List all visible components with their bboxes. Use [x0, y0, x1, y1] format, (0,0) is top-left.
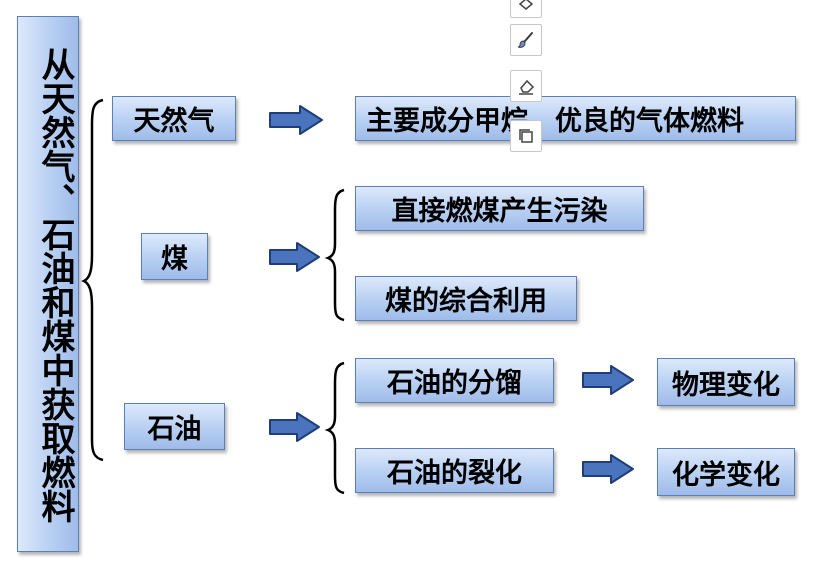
eraser-icon — [519, 79, 535, 95]
arrow-distill — [582, 365, 634, 395]
oil-item-cracking: 石油的裂化 — [355, 448, 554, 493]
root-title-box: 从天然气、石油和煤中获取燃料 — [17, 16, 79, 552]
brush-icon — [517, 32, 533, 48]
brush-tool-button[interactable] — [510, 24, 542, 56]
oil-item-distillation: 石油的分馏 — [355, 358, 554, 403]
shape-icon — [518, 0, 534, 10]
gas-description: 主要成分甲烷，优良的气体燃料 — [355, 96, 796, 141]
result-physical: 物理变化 — [657, 358, 795, 406]
coal-item-pollution: 直接燃煤产生污染 — [355, 186, 644, 231]
coal-brace — [324, 188, 345, 322]
copy-icon — [519, 129, 533, 143]
source-coal: 煤 — [141, 233, 208, 280]
oil-brace — [324, 361, 345, 495]
coal-item-utilization: 煤的综合利用 — [355, 276, 577, 321]
root-title: 从天然气、石油和煤中获取燃料 — [35, 47, 75, 523]
arrow-oil — [269, 412, 320, 442]
result-chemical: 化学变化 — [657, 448, 795, 496]
source-gas: 天然气 — [112, 96, 236, 141]
arrow-crack — [582, 454, 634, 484]
main-brace — [81, 98, 104, 462]
shape-tool-button[interactable] — [510, 0, 542, 18]
copy-tool-button[interactable] — [510, 120, 542, 152]
arrow-gas — [269, 105, 323, 135]
source-oil: 石油 — [124, 403, 225, 450]
eraser-tool-button[interactable] — [510, 70, 542, 102]
arrow-coal — [269, 242, 320, 272]
